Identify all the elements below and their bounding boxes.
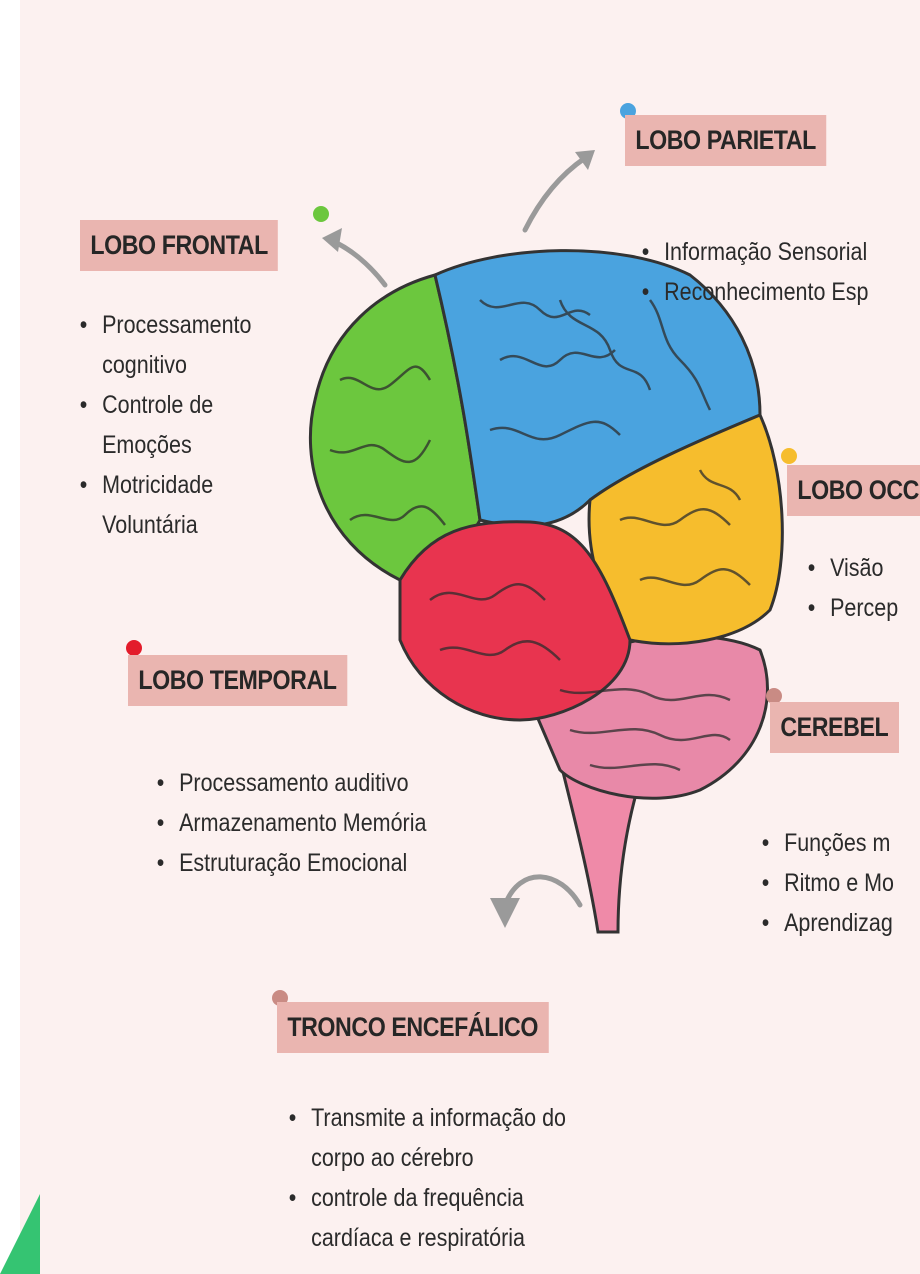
temporal-item: Processamento auditivo: [155, 763, 426, 803]
temporal-item: Armazenamento Memória: [155, 803, 426, 843]
temporal-item: Estruturação Emocional: [155, 843, 426, 883]
parietal-functions-list: Informação Sensorial Reconhecimento Esp: [640, 232, 868, 312]
occipital-item: Percep: [806, 588, 898, 628]
brainstem-item-1: Transmite a informação do: [287, 1098, 566, 1138]
arrow-to-parietal: [525, 158, 585, 230]
cerebellum-item: Ritmo e Mo: [760, 863, 894, 903]
temporal-functions-list: Processamento auditivo Armazenamento Mem…: [155, 763, 426, 883]
occipital-item: Visão: [806, 548, 898, 588]
arrow-head-brainstem: [490, 898, 520, 928]
frontal-functions-list: Processamento cognitivo Controle de Emoç…: [78, 305, 251, 545]
occipital-title: LOBO OCC: [787, 465, 920, 516]
cerebellum-functions-list: Funções m Ritmo e Mo Aprendizag: [760, 823, 894, 943]
brainstem-functions-list: Transmite a informação do corpo ao céreb…: [287, 1098, 566, 1258]
arrow-head-frontal: [322, 228, 342, 252]
frontal-item-2-cont: Emoções: [78, 425, 251, 465]
brainstem-item-2-cont: cardíaca e respiratória: [287, 1218, 566, 1258]
parietal-item: Reconhecimento Esp: [640, 272, 868, 312]
brainstem-item-1-cont: corpo ao cérebro: [287, 1138, 566, 1178]
frontal-item-1-cont: cognitivo: [78, 345, 251, 385]
frontal-item-1: Processamento: [78, 305, 251, 345]
frontal-item-3: Motricidade: [78, 465, 251, 505]
parietal-item: Informação Sensorial: [640, 232, 868, 272]
cerebellum-item: Funções m: [760, 823, 894, 863]
cerebellum-item: Aprendizag: [760, 903, 894, 943]
frontal-item-3-cont: Voluntária: [78, 505, 251, 545]
parietal-title: LOBO PARIETAL: [625, 115, 826, 166]
brainstem-item-2: controle da frequência: [287, 1178, 566, 1218]
frontal-title: LOBO FRONTAL: [80, 220, 278, 271]
occipital-color-dot: [781, 448, 797, 464]
temporal-color-dot: [126, 640, 142, 656]
frontal-item-2: Controle de: [78, 385, 251, 425]
temporal-title: LOBO TEMPORAL: [128, 655, 347, 706]
frontal-color-dot: [313, 206, 329, 222]
occipital-functions-list: Visão Percep: [806, 548, 898, 628]
cerebellum-title: CEREBEL: [770, 702, 899, 753]
brainstem-title: TRONCO ENCEFÁLICO: [277, 1002, 548, 1053]
